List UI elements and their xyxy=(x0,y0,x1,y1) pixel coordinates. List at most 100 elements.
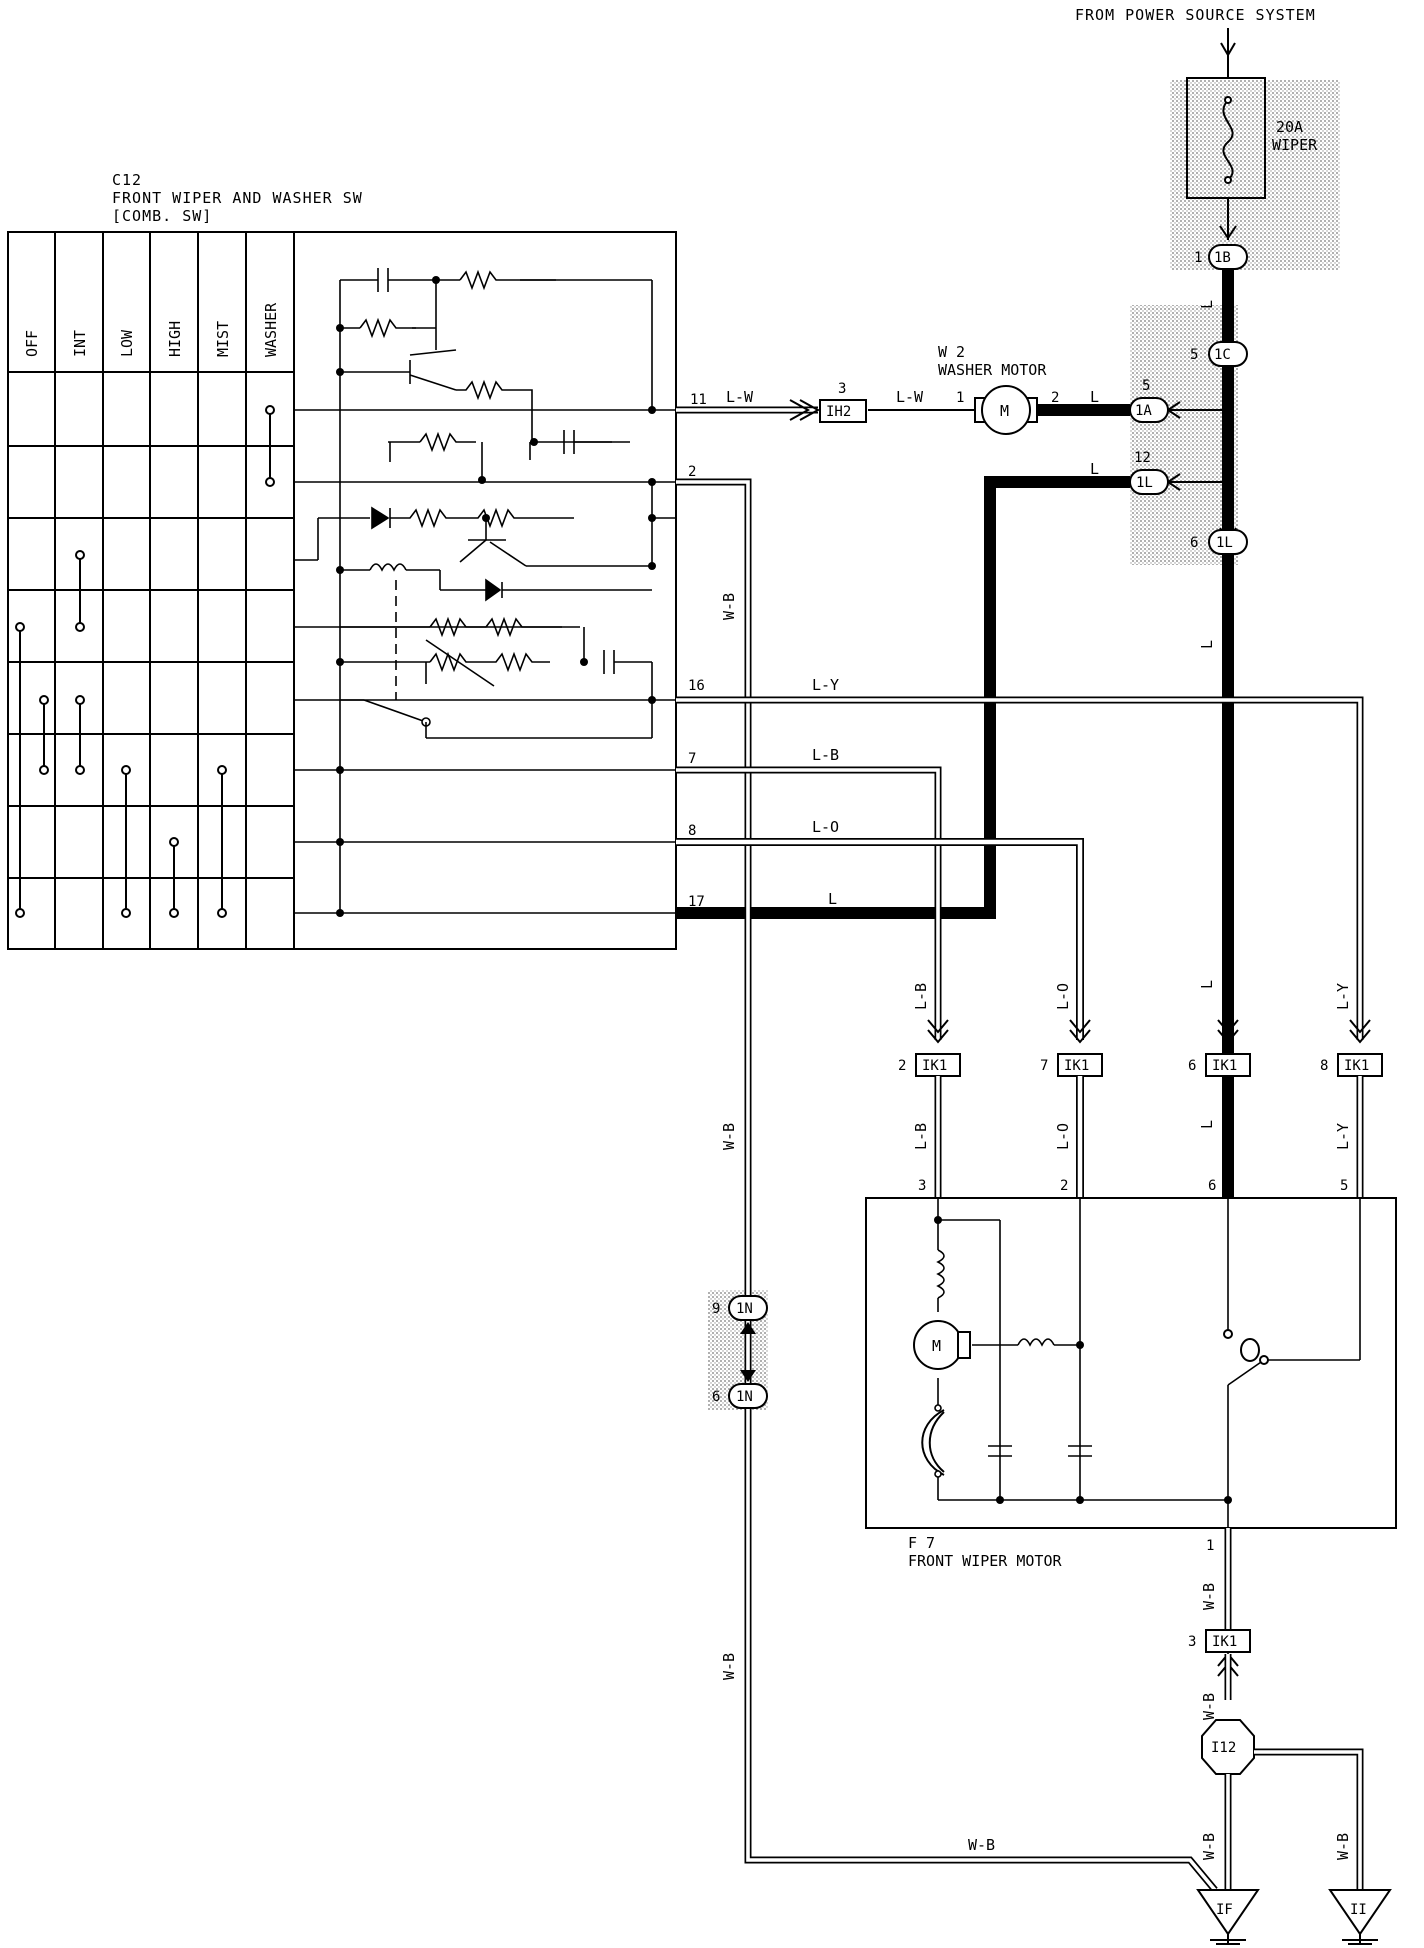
fuse-icon xyxy=(1222,99,1234,181)
fuse-name: WIPER xyxy=(1272,136,1318,154)
wire-label-LY-3: L-Y xyxy=(1334,1123,1352,1150)
pin-1L: 12 xyxy=(1134,450,1151,466)
wire-label-WB-6: W-B xyxy=(1200,1693,1218,1720)
ground-II-label: II xyxy=(1350,1902,1367,1918)
connector-IK1-b-label: IK1 xyxy=(1064,1058,1089,1074)
connector-1N-a-label: 1N xyxy=(736,1301,753,1317)
wire-label-LO-1: L-O xyxy=(812,818,839,836)
motor-pin-2: 2 xyxy=(1060,1178,1068,1194)
wire-label-LB-1: L-B xyxy=(812,746,839,764)
column-mist: MIST xyxy=(214,321,232,357)
motor-pin-5: 5 xyxy=(1340,1178,1348,1194)
connector-1A-label: 1A xyxy=(1135,403,1152,419)
wire-label-WB-3: W-B xyxy=(720,1653,738,1680)
ground-IF-label: IF xyxy=(1216,1902,1233,1918)
pin-IK1-c: 6 xyxy=(1188,1058,1196,1074)
wire-label-LW-1: L-W xyxy=(726,388,754,406)
connector-1N-b xyxy=(728,1383,768,1409)
wire-label-WB-7: W-B xyxy=(1200,1833,1218,1860)
pin-IK1-d: 8 xyxy=(1320,1058,1328,1074)
connector-1L-label: 1L xyxy=(1136,475,1153,491)
connector-1B-label: 1B xyxy=(1214,250,1231,266)
wiper-motor-code: F 7 xyxy=(908,1534,935,1552)
wire-label-L-3: L xyxy=(1198,980,1216,989)
column-high: HIGH xyxy=(166,321,184,357)
column-int: INT xyxy=(71,330,89,357)
pin-1A: 5 xyxy=(1142,378,1150,394)
wire-WB-left xyxy=(676,478,1218,1893)
connector-IH2-label: IH2 xyxy=(826,404,851,420)
connector-IK1-a-label: IK1 xyxy=(922,1058,947,1074)
switch-sub: [COMB. SW] xyxy=(112,207,212,225)
wire-label-LW-2: L-W xyxy=(896,388,924,406)
pin-1L-6: 6 xyxy=(1190,535,1198,551)
connector-IH2 xyxy=(819,399,867,423)
wire-LW xyxy=(676,399,980,421)
washer-pin-2: 2 xyxy=(1051,390,1059,406)
connector-IK1-c-label: IK1 xyxy=(1212,1058,1237,1074)
pin-8: 8 xyxy=(688,823,696,839)
wire-label-L-2: L xyxy=(1198,640,1216,649)
wire-label-LO-3: L-O xyxy=(1054,1123,1072,1150)
switch-code: C12 xyxy=(112,171,142,189)
pin-2: 2 xyxy=(688,464,696,480)
pin-7: 7 xyxy=(688,751,696,767)
connector-1C xyxy=(1208,341,1248,367)
wire-label-WB-4: W-B xyxy=(968,1836,995,1854)
wire-LB xyxy=(676,766,942,1040)
switch-positions xyxy=(15,405,275,918)
wire-label-WB-5: W-B xyxy=(1200,1583,1218,1610)
column-off: OFF xyxy=(23,330,41,357)
wire-label-L-washer: L xyxy=(1090,388,1099,406)
wire-label-WB-2: W-B xyxy=(720,1123,738,1150)
wiper-motor-internals xyxy=(936,1198,1361,1528)
junction-I12 xyxy=(1201,1719,1255,1775)
wiper-motor-box xyxy=(865,1197,1397,1529)
wire-label-LB-3: L-B xyxy=(912,1123,930,1150)
washer-motor-icon xyxy=(981,385,1031,435)
motor-pin-3: 3 xyxy=(918,1178,926,1194)
motor-pin-6: 6 xyxy=(1208,1178,1216,1194)
motor-junction-dots xyxy=(934,1216,1232,1504)
wire-label-LB-2: L-B xyxy=(912,983,930,1010)
connector-1L-6-label: 1L xyxy=(1216,535,1233,551)
fuse-shade xyxy=(1170,80,1340,270)
connector-IK1-e xyxy=(1205,1629,1251,1653)
connector-1B xyxy=(1208,244,1248,270)
wire-LY xyxy=(676,696,1364,1040)
wire-label-L-12: L xyxy=(1090,460,1099,478)
wire-label-L-17: L xyxy=(828,890,837,908)
washer-motor-symbol: M xyxy=(1000,402,1009,420)
column-washer: WASHER xyxy=(262,302,280,357)
power-source-label: FROM POWER SOURCE SYSTEM xyxy=(1075,6,1316,24)
pin-1N-a: 9 xyxy=(712,1301,720,1317)
wire-label-LY-2: L-Y xyxy=(1334,983,1352,1010)
ik1-arrows xyxy=(927,1019,1371,1044)
pin-17: 17 xyxy=(688,894,705,910)
pin-1B: 1 xyxy=(1194,250,1202,266)
connector-1L-6 xyxy=(1208,529,1248,555)
connector-IK1-e-label: IK1 xyxy=(1212,1634,1237,1650)
ground-II xyxy=(1328,1889,1392,1936)
washer-motor-name: WASHER MOTOR xyxy=(938,361,1047,379)
wiper-motor-symbol: M xyxy=(932,1337,941,1355)
switch-junction-dots xyxy=(336,276,656,917)
fuse-box xyxy=(1186,77,1266,199)
connector-1N-b-label: 1N xyxy=(736,1389,753,1405)
washer-motor-code: W 2 xyxy=(938,343,965,361)
wiper-motor-name: FRONT WIPER MOTOR xyxy=(908,1552,1062,1570)
pin-IK1-b: 7 xyxy=(1040,1058,1048,1074)
pin-16: 16 xyxy=(688,678,705,694)
ground-IF xyxy=(1196,1889,1260,1936)
pin-IK1-a: 2 xyxy=(898,1058,906,1074)
fuse-rating: 20A xyxy=(1276,118,1303,136)
wire-label-WB-1: W-B xyxy=(720,593,738,620)
pin-1N-b: 6 xyxy=(712,1389,720,1405)
pin-IH2: 3 xyxy=(838,381,846,397)
switch-internal-wires xyxy=(294,268,676,914)
switch-name: FRONT WIPER AND WASHER SW xyxy=(112,189,363,207)
pin-11: 11 xyxy=(690,392,707,408)
motor-pin-1: 1 xyxy=(1206,1538,1214,1554)
connector-1N-a xyxy=(728,1295,768,1321)
